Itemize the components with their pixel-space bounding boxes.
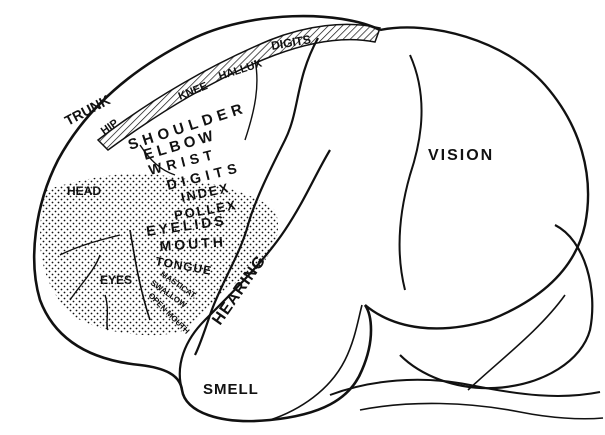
brainstem-inner (360, 403, 603, 418)
label-vision: VISION (428, 147, 494, 164)
occipital-outline (365, 27, 588, 328)
cerebellum-outline (400, 225, 592, 388)
label-head: HEAD (67, 184, 101, 198)
label-smell: SMELL (203, 381, 259, 398)
leg-region-hatched (98, 24, 380, 150)
label-eyes: EYES (100, 273, 132, 287)
brainstem-outline (330, 380, 600, 396)
occipital-fissure (400, 55, 422, 290)
temporal-lobe-contour (270, 305, 362, 420)
cerebellum-fold (468, 295, 565, 390)
